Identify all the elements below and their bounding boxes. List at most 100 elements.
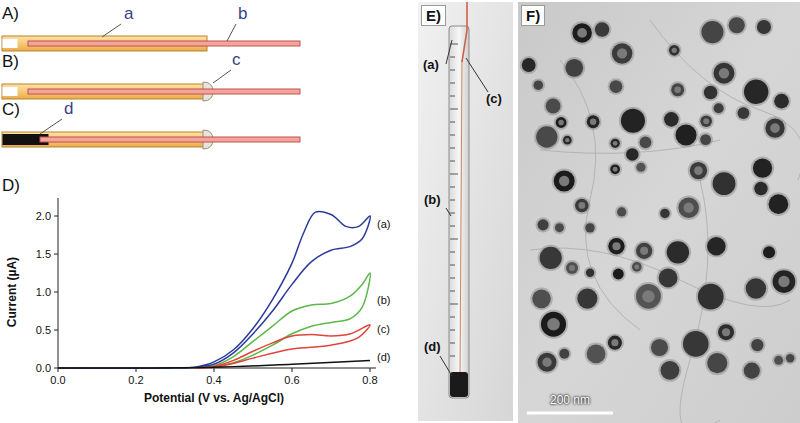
nanoparticles <box>520 15 798 382</box>
particle-shell <box>634 282 663 311</box>
particle-core <box>753 158 772 177</box>
particle-core <box>575 199 589 213</box>
particle-core <box>678 197 699 218</box>
part-letter: b <box>238 4 247 24</box>
particle-center <box>642 290 654 302</box>
ruler-tick <box>450 317 455 318</box>
panel-letter: C) <box>2 100 20 120</box>
particle-core <box>522 58 536 72</box>
particle-shell <box>539 310 568 339</box>
particle-center <box>719 68 729 78</box>
electrode-photo <box>418 2 513 421</box>
nanoparticle <box>539 310 568 339</box>
nanoparticle <box>711 170 738 197</box>
particle-shell <box>536 217 551 232</box>
particle-center <box>558 120 563 125</box>
particle-core <box>701 21 723 43</box>
tick <box>54 368 58 369</box>
nanoparticle <box>615 205 628 218</box>
particle-center <box>547 318 560 331</box>
particle-shell <box>557 347 571 361</box>
ruler-tick <box>450 252 455 253</box>
nanoparticle <box>606 334 624 352</box>
particle-core <box>587 115 600 128</box>
tick <box>54 216 58 217</box>
particle-shell <box>634 161 647 174</box>
particle-core <box>671 83 684 96</box>
particle-core <box>538 353 557 372</box>
particle-core <box>586 269 594 277</box>
particle-center <box>577 28 587 38</box>
particle-core <box>640 136 652 148</box>
nanoparticle <box>698 113 714 129</box>
particle-center <box>559 176 569 186</box>
particle-core <box>707 353 727 373</box>
particle-core <box>608 336 622 350</box>
particle-core <box>746 278 766 298</box>
inner-wire <box>460 60 462 374</box>
particle-core <box>754 182 767 195</box>
ruler-tick <box>450 200 455 201</box>
particle-shell <box>702 84 720 102</box>
ruler-tick <box>450 148 455 149</box>
particle-shell <box>615 205 628 218</box>
particle-core <box>704 86 718 100</box>
ruler-tick <box>450 161 455 162</box>
nanoparticle <box>530 288 553 311</box>
part-label: (b) <box>424 193 441 208</box>
particle-core <box>659 268 678 287</box>
tick <box>54 330 58 331</box>
nanoparticle <box>763 116 786 139</box>
nanoparticle <box>563 57 585 79</box>
tick-label: 1.0 <box>36 286 51 299</box>
nanoparticle <box>688 160 709 181</box>
particle-shell <box>520 56 538 74</box>
ruler-tick <box>450 291 455 292</box>
particle-core <box>729 17 745 33</box>
particle-shell <box>735 105 751 121</box>
nanoparticle <box>583 221 596 234</box>
nanoparticle <box>705 235 728 258</box>
electrode-schematic-b <box>2 70 300 101</box>
nanoparticle <box>698 132 713 147</box>
wrinkle <box>650 20 800 180</box>
particle-shell <box>659 359 682 382</box>
ruler-tick <box>450 57 455 58</box>
tick-label: 0.4 <box>206 374 221 387</box>
nanoparticle <box>634 282 663 311</box>
ruler-tick <box>450 356 455 357</box>
nanoparticle <box>634 241 654 261</box>
particle-core <box>587 345 606 364</box>
particle-core <box>714 63 735 84</box>
particle-shell <box>552 168 577 193</box>
part-label: (c) <box>486 92 502 107</box>
panel-letter: E) <box>421 5 446 26</box>
particle-core <box>626 148 639 161</box>
nanoparticle <box>544 97 563 116</box>
panel-letter: B) <box>2 52 19 72</box>
particle-core <box>713 172 736 195</box>
particle-shell <box>744 276 768 300</box>
nanoparticle <box>681 329 711 359</box>
particle-core <box>660 209 670 219</box>
glass-tube <box>449 26 469 398</box>
ruler-tick <box>450 213 455 214</box>
curve-label: (a) <box>377 218 390 231</box>
particle-center <box>770 123 780 133</box>
ruler-tick <box>450 83 455 84</box>
particle-core <box>613 269 624 280</box>
particle-core <box>563 136 572 145</box>
particle-core <box>617 207 626 216</box>
particle-core <box>765 118 784 137</box>
tem-background <box>518 2 800 423</box>
tick <box>292 368 293 372</box>
nanoparticle <box>553 221 566 234</box>
nanoparticle <box>536 217 551 232</box>
particle-core <box>714 103 724 113</box>
particle-shell <box>563 57 585 79</box>
nanoparticle <box>610 41 635 66</box>
particle-core <box>667 241 689 263</box>
nanoparticle <box>638 134 654 150</box>
nanoparticle <box>554 115 569 130</box>
tick-label: 0.0 <box>50 374 65 387</box>
